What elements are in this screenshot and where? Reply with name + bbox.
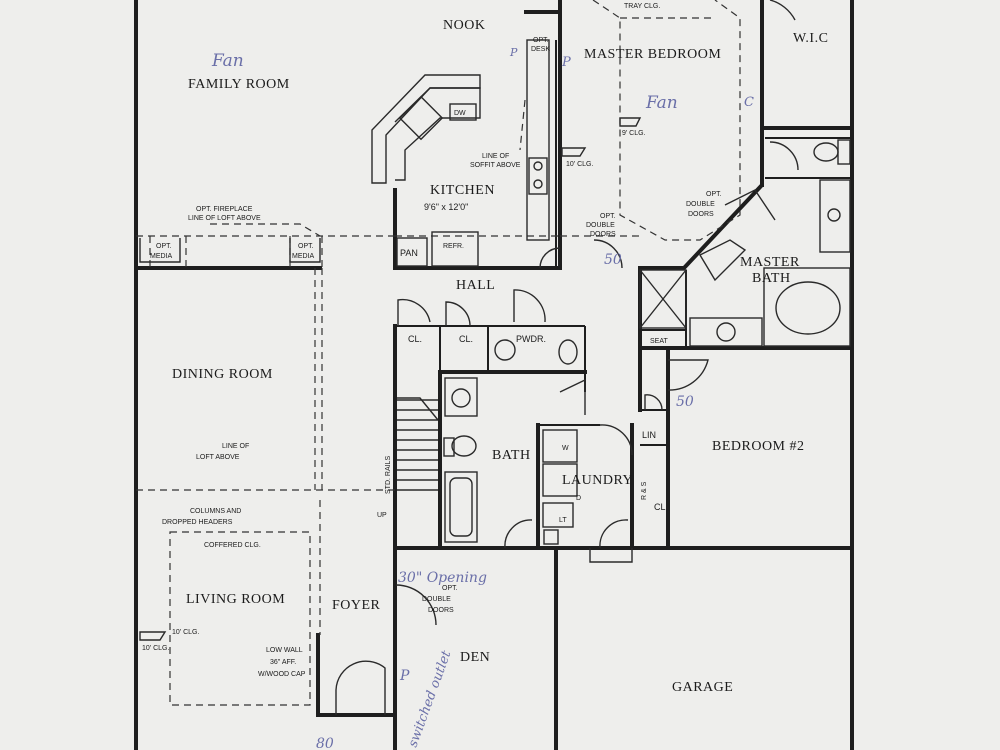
closet-label-3: CL	[654, 502, 666, 512]
opt-double-doors-master-3: DOORS	[688, 211, 714, 218]
low-wall-note-1: LOW WALL	[266, 647, 303, 654]
loft-note-2: LOFT ABOVE	[196, 454, 240, 461]
kitchen-label: KITCHEN	[430, 183, 495, 198]
p-note-den: P	[399, 668, 410, 684]
interior-walls	[134, 0, 854, 750]
linen-label: LIN	[642, 430, 656, 440]
coffered-ceiling-note: COFFERED CLG.	[204, 542, 261, 549]
fan-note-family: Fan	[211, 51, 244, 71]
fireplace-note-1: OPT. FIREPLACE	[196, 206, 253, 213]
opt-double-doors-den-3: DOORS	[428, 607, 454, 614]
p-note-nook: P	[509, 46, 518, 59]
dashed-lines	[136, 0, 741, 706]
ceiling-9-note: 9' CLG.	[622, 130, 646, 137]
bath-fixtures	[397, 139, 851, 545]
kitchen-size-label: 9'6" x 12'0"	[424, 202, 468, 212]
opt-double-doors-master-1: OPT.	[706, 191, 722, 198]
dining-room-label: DINING ROOM	[172, 367, 273, 382]
ceiling-10-note-master: 10' CLG.	[566, 161, 593, 168]
kitchen-counters	[371, 39, 550, 267]
std-rails-label: STD. RAILS	[385, 456, 392, 494]
seat-label: SEAT	[650, 338, 668, 345]
stair-up-label: UP	[377, 512, 387, 519]
door-swings	[139, 0, 799, 715]
media-note-right-2: MEDIA	[292, 253, 315, 260]
handwritten-annotations: Fan Fan P C P 50 50 30" Opening P switch…	[211, 46, 754, 750]
wic-label: W.I.C	[793, 31, 828, 46]
columns-note-2: DROPPED HEADERS	[162, 519, 233, 526]
opt-double-doors-den-2: DOUBLE	[422, 596, 451, 603]
media-note-left-2: MEDIA	[150, 253, 173, 260]
dryer-label: D	[576, 495, 581, 502]
garage-label: GARAGE	[672, 680, 733, 695]
soffit-note-2: SOFFIT ABOVE	[470, 162, 521, 169]
opt-desk-note-1: OPT.	[533, 37, 549, 44]
opt-double-doors-hall-2: DOUBLE	[586, 222, 615, 229]
switched-outlet-note: switched outlet	[406, 648, 455, 749]
rod-shelf-label: R & S	[641, 481, 648, 500]
hall-label: HALL	[456, 278, 495, 293]
closet-label-2: CL.	[459, 334, 473, 344]
opt-double-doors-hall-3: DOORS	[590, 231, 616, 238]
bath-label: BATH	[492, 448, 531, 463]
nook-label: NOOK	[443, 18, 485, 33]
laundry-label: LAUNDRY	[562, 473, 633, 488]
pwdr-label: PWDR.	[516, 334, 546, 344]
plan-notes: OPT. DESK TRAY CLG. LINE OF SOFFIT ABOVE…	[142, 3, 722, 678]
closet-label-1: CL.	[408, 334, 422, 344]
loft-note-1: LINE OF	[222, 443, 249, 450]
fifty-note-bedroom: 50	[676, 394, 694, 410]
opening-note: 30" Opening	[398, 570, 487, 586]
master-bath-label-1: MASTER	[740, 255, 800, 270]
foyer-label: FOYER	[332, 598, 381, 613]
media-note-left-1: OPT.	[156, 243, 172, 250]
den-label: DEN	[460, 650, 490, 665]
living-room-label: LIVING ROOM	[186, 592, 285, 607]
dishwasher-label: DW	[454, 110, 466, 117]
fifty-note-hall: 50	[604, 252, 622, 268]
family-room-label: FAMILY ROOM	[188, 77, 290, 92]
eighty-note: 80	[316, 736, 334, 750]
ceiling-10-note-low: 10' CLG.	[142, 645, 169, 652]
fan-note-master: Fan	[645, 93, 678, 113]
low-wall-note-2: 36" AFF.	[270, 659, 296, 666]
opt-desk-note-2: DESK	[531, 46, 550, 53]
p-note-master: P	[561, 55, 571, 70]
media-note-right-1: OPT.	[298, 243, 314, 250]
exterior-walls	[134, 0, 854, 750]
opt-double-doors-hall-1: OPT.	[600, 213, 616, 220]
c-note-master: C	[744, 95, 754, 110]
columns-note-1: COLUMNS AND	[190, 508, 241, 515]
fireplace-note-2: LINE OF LOFT ABOVE	[188, 215, 261, 222]
bedroom-2-label: BEDROOM #2	[712, 439, 805, 454]
refrigerator-label: REFR.	[443, 243, 464, 250]
tray-ceiling-note: TRAY CLG.	[624, 3, 660, 10]
pantry-label: PAN	[400, 248, 418, 258]
room-labels: FAMILY ROOM NOOK MASTER BEDROOM W.I.C KI…	[172, 18, 828, 695]
washer-label: W	[562, 445, 569, 452]
opt-double-doors-master-2: DOUBLE	[686, 201, 715, 208]
laundry-tub-label: LT	[559, 517, 567, 524]
ceiling-10-note-living: 10' CLG.	[172, 629, 199, 636]
soffit-note-1: LINE OF	[482, 153, 509, 160]
opt-double-doors-den-1: OPT.	[442, 585, 458, 592]
low-wall-note-3: W/WOOD CAP	[258, 671, 306, 678]
master-bath-label-2: BATH	[752, 271, 791, 286]
master-bedroom-label: MASTER BEDROOM	[584, 47, 721, 62]
